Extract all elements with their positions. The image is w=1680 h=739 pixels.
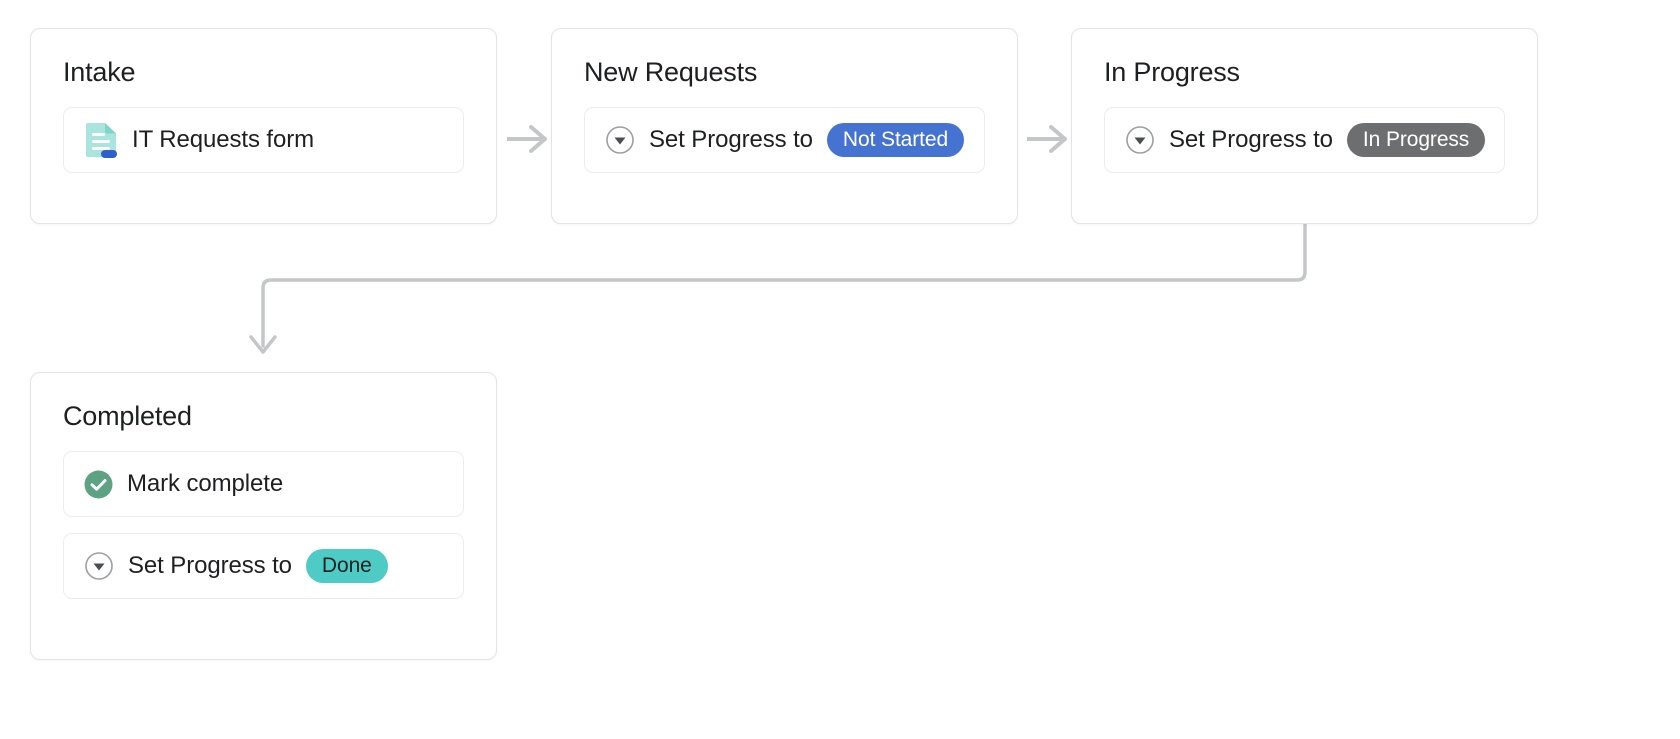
action-row-set-progress-done[interactable]: Set Progress to Done xyxy=(63,533,464,599)
action-label: Set Progress to xyxy=(128,552,292,579)
action-label: Set Progress to xyxy=(649,126,813,153)
connector-in-progress-to-completed xyxy=(249,223,1307,354)
connector-intake-to-new-requests xyxy=(507,125,547,153)
connector-new-requests-to-in-progress xyxy=(1027,125,1067,153)
action-row-mark-complete[interactable]: Mark complete xyxy=(63,451,464,517)
status-badge[interactable]: In Progress xyxy=(1346,123,1486,157)
action-row-set-progress-in-progress[interactable]: Set Progress to In Progress xyxy=(1104,107,1505,173)
stage-title: In Progress xyxy=(1104,57,1240,87)
stage-card-new-requests[interactable]: New Requests Set Progress to Not Started xyxy=(551,28,1018,224)
action-row-it-requests-form[interactable]: IT Requests form xyxy=(63,107,464,173)
stage-title: New Requests xyxy=(584,57,758,87)
stage-card-in-progress[interactable]: In Progress Set Progress to In Progress xyxy=(1071,28,1538,224)
action-label: Mark complete xyxy=(127,470,284,497)
stage-card-completed[interactable]: Completed Mark complete Set Progress to … xyxy=(30,372,497,660)
action-row-set-progress-not-started[interactable]: Set Progress to Not Started xyxy=(584,107,985,173)
action-label: Set Progress to xyxy=(1169,126,1333,153)
stage-title: Intake xyxy=(63,57,136,87)
dropdown-circle-icon xyxy=(1125,125,1155,155)
action-label: IT Requests form xyxy=(132,126,315,153)
form-icon xyxy=(84,122,118,158)
stage-title: Completed xyxy=(63,401,192,431)
status-badge[interactable]: Done xyxy=(305,549,388,583)
check-circle-icon xyxy=(84,470,113,499)
dropdown-circle-icon xyxy=(605,125,635,155)
stage-card-intake[interactable]: Intake IT Requests form xyxy=(30,28,497,224)
status-badge[interactable]: Not Started xyxy=(826,123,965,157)
dropdown-circle-icon xyxy=(84,551,114,581)
